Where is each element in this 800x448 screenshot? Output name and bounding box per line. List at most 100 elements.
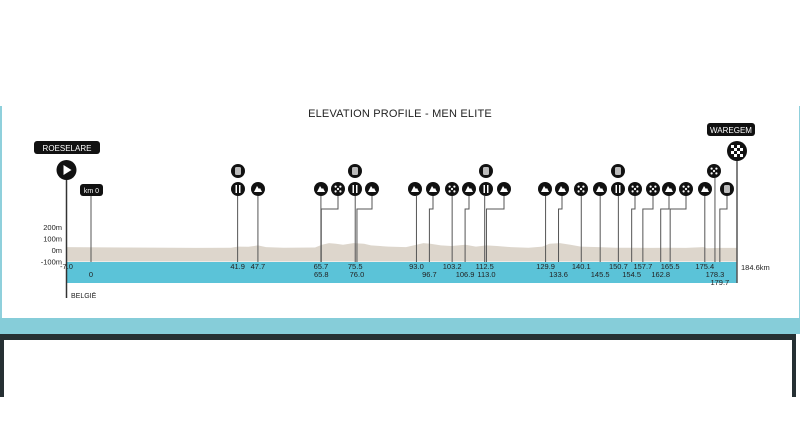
km0-label: km 0 [84,188,99,195]
checker-square [731,145,734,148]
cobble-dot [651,187,655,191]
play-icon [63,165,72,175]
km-label: 140.1 [572,262,591,271]
km-label: 75.5 [348,262,363,271]
cobble-dot [687,185,690,188]
y-tick-label: 200m [43,223,62,232]
mountain-glyph [500,186,508,192]
km-label: 65.8 [314,270,329,279]
mountain-glyph [465,186,473,192]
mountain-glyph [701,186,709,192]
cobble-dot [636,190,639,193]
km-label: 175.4 [695,262,714,271]
marker-line [558,196,563,262]
cobble-dot [715,167,718,170]
cobble-dot [715,172,718,175]
km-label: 133.6 [549,270,568,279]
cobble-dot [453,190,456,193]
marker-line [320,196,339,262]
knife-glyph [619,185,621,193]
km-label: 178.3 [706,270,725,279]
cobble-dot [448,185,451,188]
checker-square [734,148,737,151]
km-label: 157.7 [633,262,652,271]
bin-glyph [615,167,621,175]
feed-icon [611,182,625,196]
cobble-dot [687,190,690,193]
bin-glyph [235,167,241,175]
knife-glyph [487,185,489,193]
km-label: 76.0 [350,270,365,279]
marker-line [485,196,505,262]
marker-line [631,196,636,262]
terrain-area [66,243,737,262]
cobble-dot [633,187,637,191]
marker-line [669,196,687,262]
km-label: 162.8 [651,270,670,279]
start-label-box [34,141,100,154]
cobble-dot [654,185,657,188]
marker-line [660,196,670,262]
mountain-glyph [411,186,419,192]
knife-glyph [239,185,241,193]
y-tick-label: -100m [41,258,62,267]
bin-glyph [483,167,489,175]
chart-title: ELEVATION PROFILE - MEN ELITE [308,108,492,120]
y-tick-label: 0m [52,246,62,255]
km-label: 96.7 [422,270,437,279]
start-label: ROESELARE [43,144,92,153]
km-label: -7.0 [60,262,73,271]
km-label: 93.0 [409,262,424,271]
cobble-dot [448,190,451,193]
feed-icon [348,182,362,196]
cobble-dot [582,185,585,188]
feed-icon [231,182,245,196]
cobble-dot [334,185,337,188]
knife-glyph [356,185,358,193]
checker-square [731,151,734,154]
cobble-dot [649,185,652,188]
cobble-dot [336,187,340,191]
cobble-dot [450,187,454,191]
checker-square [734,154,737,157]
km-label: 165.5 [661,262,680,271]
marker-line [428,196,434,262]
cobble-dot [710,172,713,175]
mountain-glyph [368,186,376,192]
marker-line [642,196,654,262]
mountain-glyph [665,186,673,192]
mountain-glyph [317,186,325,192]
fork-glyph [615,185,617,193]
mountain-glyph [541,186,549,192]
fork-glyph [352,185,354,193]
country-label: BELGIË [71,292,97,300]
cobble-dot [631,185,634,188]
cobble-dot [682,185,685,188]
km-label: 179.7 [710,278,729,287]
marker-line [719,196,728,262]
km-label: 41.9 [230,262,245,271]
mountain-glyph [558,186,566,192]
km-label: 150.7 [609,262,628,271]
km-label: 47.7 [251,262,266,271]
checker-square [737,151,740,154]
cobble-dot [577,185,580,188]
finish-label: WAREGEM [710,126,752,135]
fork-glyph [483,185,485,193]
cobble-dot [577,190,580,193]
km0-box [80,184,103,196]
cobble-dot [453,185,456,188]
marker-line [464,196,470,262]
bin-glyph [724,185,730,193]
checker-square [740,148,743,151]
checker-square [740,154,743,157]
cobble-dot [334,190,337,193]
cobble-dot [684,187,688,191]
cobble-dot [710,167,713,170]
cobble-dot [339,190,342,193]
teal-band [0,318,800,334]
dark-frame [0,334,796,397]
mountain-glyph [429,186,437,192]
km-label: 0 [89,270,93,279]
